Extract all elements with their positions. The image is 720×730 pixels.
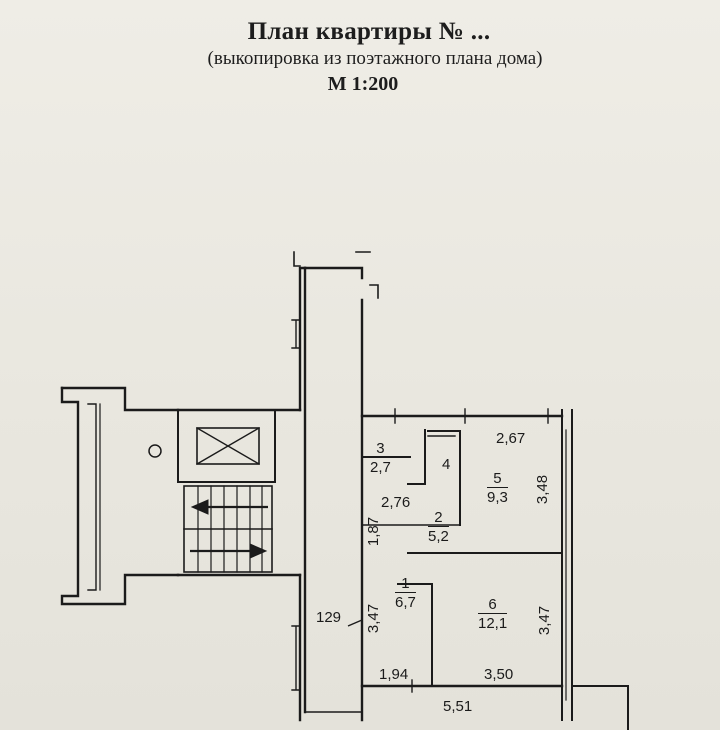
riser-icon [148, 444, 162, 458]
dimension-1-94: 1,94 [379, 666, 409, 683]
page-subtitle: (выкопировка из поэтажного плана дома) [207, 48, 543, 69]
dimension-3-50: 3,50 [484, 666, 514, 683]
wall-corridor-left-top [298, 266, 307, 412]
wall-room4-right [427, 430, 461, 526]
document-header: План квартиры № ... (выкопировка из поэт… [0, 18, 720, 96]
wall-stair-left [60, 386, 180, 606]
elevator-box [177, 409, 276, 483]
window-left [87, 403, 97, 591]
dimension-3-47-right: 3,47 [536, 605, 554, 636]
dimension-5-51: 5,51 [443, 698, 473, 715]
room-4-label: 4 [442, 456, 451, 473]
dimension-3-47-left: 3,47 [365, 603, 383, 634]
dimension-2-76: 2,76 [381, 494, 411, 511]
dimension-3-48: 3,48 [534, 474, 552, 505]
wall-apartment-right [561, 409, 573, 721]
elevator-icon [196, 427, 260, 465]
wall-stair-top [60, 386, 180, 412]
wall-corridor-top [303, 266, 364, 280]
wall-room4-left [407, 429, 426, 485]
dimension-1-87: 1,87 [365, 516, 383, 547]
dimension-2-67: 2,67 [496, 430, 526, 447]
page-title: План квартиры № ... [247, 18, 491, 45]
wall-room1-right [397, 583, 433, 687]
scale-label: М 1:200 [327, 73, 399, 95]
dimension-129: 129 [316, 609, 342, 626]
show-through-text: ᅠ [60, 210, 78, 231]
